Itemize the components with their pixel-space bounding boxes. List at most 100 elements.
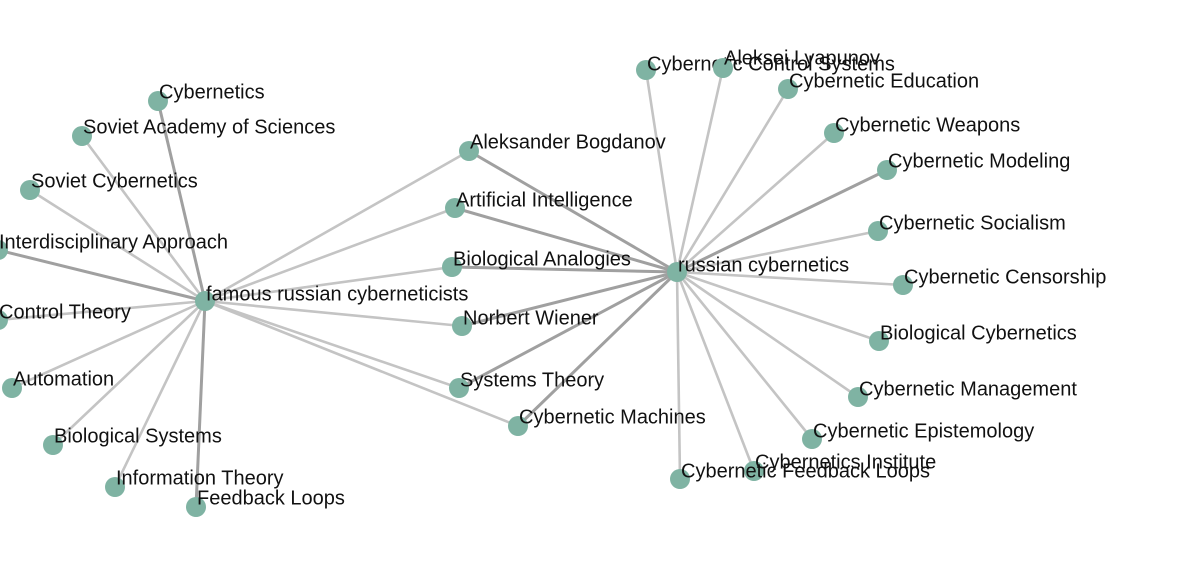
node-circle[interactable] <box>508 416 528 436</box>
node-circle[interactable] <box>449 378 469 398</box>
edge-russian-cyb-censorship <box>675 270 905 287</box>
node-label: Soviet Academy of Sciences <box>83 116 335 138</box>
node-circle[interactable] <box>893 275 913 295</box>
node-label: Cybernetics Institute <box>755 451 936 473</box>
node-circle[interactable] <box>2 378 22 398</box>
node-ai[interactable]: Artificial Intelligence <box>445 189 633 218</box>
node-label: Information Theory <box>116 467 284 489</box>
node-label: Cybernetic Education <box>789 70 979 92</box>
node-circle[interactable] <box>442 257 462 277</box>
node-wiener[interactable]: Norbert Wiener <box>452 307 599 336</box>
edge-russian-bio-analogies <box>450 265 679 274</box>
node-soviet-academy[interactable]: Soviet Academy of Sciences <box>72 116 335 146</box>
node-cyb-weapons[interactable]: Cybernetic Weapons <box>824 114 1020 143</box>
node-circle[interactable] <box>824 123 844 143</box>
edge-famous-control-theory <box>0 299 207 322</box>
node-circle[interactable] <box>667 262 687 282</box>
edge-russian-cyb-feedback <box>675 270 682 481</box>
node-circle[interactable] <box>0 240 8 260</box>
node-circle[interactable] <box>848 387 868 407</box>
node-cyb-control[interactable]: Cybernetic Control Systems <box>636 53 895 80</box>
node-cyb-management[interactable]: Cybernetic Management <box>848 378 1077 407</box>
edge-famous-cybernetics <box>156 99 207 303</box>
node-label: Feedback Loops <box>197 487 345 509</box>
node-circle[interactable] <box>105 477 125 497</box>
node-circle[interactable] <box>186 497 206 517</box>
edge-russian-lyapunov <box>675 66 725 274</box>
node-circle[interactable] <box>636 60 656 80</box>
node-circle[interactable] <box>713 58 733 78</box>
node-cybernetics[interactable]: Cybernetics <box>148 81 265 111</box>
node-automation[interactable]: Automation <box>2 368 114 398</box>
node-biological-systems[interactable]: Biological Systems <box>43 425 222 455</box>
edge-famous-bio-analogies <box>203 265 454 303</box>
edge-russian-cyb-education <box>675 87 790 274</box>
node-circle[interactable] <box>148 91 168 111</box>
node-label: Artificial Intelligence <box>456 189 633 211</box>
node-circle[interactable] <box>778 79 798 99</box>
node-label: Cybernetic Feedback Loops <box>681 460 930 482</box>
node-label: Soviet Cybernetics <box>31 170 198 192</box>
edge-famous-feedback-loops <box>194 299 207 509</box>
node-label: Automation <box>13 368 114 390</box>
node-circle[interactable] <box>802 429 822 449</box>
node-circle[interactable] <box>868 221 888 241</box>
node-circle[interactable] <box>20 180 40 200</box>
node-russian[interactable]: russian cybernetics <box>667 254 849 282</box>
edge-famous-wiener <box>203 299 464 328</box>
node-bio-analogies[interactable]: Biological Analogies <box>442 248 631 277</box>
node-cyb-institute[interactable]: Cybernetics Institute <box>744 451 936 481</box>
node-circle[interactable] <box>72 126 92 146</box>
node-label: Norbert Wiener <box>463 307 599 329</box>
edge-russian-ai <box>453 206 679 274</box>
node-circle[interactable] <box>43 435 63 455</box>
graph-edges <box>0 66 905 509</box>
node-label: famous russian cyberneticists <box>206 283 468 305</box>
edge-famous-automation <box>10 299 207 390</box>
node-circle[interactable] <box>0 310 8 330</box>
node-systems-theory[interactable]: Systems Theory <box>449 369 604 398</box>
node-circle[interactable] <box>459 141 479 161</box>
node-cyb-epistemology[interactable]: Cybernetic Epistemology <box>802 420 1034 449</box>
node-label: Cybernetic Socialism <box>879 212 1066 234</box>
node-bio-cybernetics[interactable]: Biological Cybernetics <box>869 322 1077 351</box>
node-soviet-cybernetics[interactable]: Soviet Cybernetics <box>20 170 198 200</box>
node-label: Cybernetic Censorship <box>904 266 1106 288</box>
node-circle[interactable] <box>445 198 465 218</box>
node-cyb-modeling[interactable]: Cybernetic Modeling <box>877 150 1070 180</box>
node-interdisciplinary[interactable]: Interdisciplinary Approach <box>0 231 228 260</box>
node-information-theory[interactable]: Information Theory <box>105 467 284 497</box>
node-circle[interactable] <box>877 160 897 180</box>
node-cyb-feedback[interactable]: Cybernetic Feedback Loops <box>670 460 930 489</box>
node-circle[interactable] <box>869 331 889 351</box>
node-bogdanov[interactable]: Aleksander Bogdanov <box>459 131 666 161</box>
node-circle[interactable] <box>744 461 764 481</box>
node-circle[interactable] <box>452 316 472 336</box>
node-feedback-loops[interactable]: Feedback Loops <box>186 487 345 517</box>
node-circle[interactable] <box>195 291 215 311</box>
edge-famous-interdisciplinary <box>0 248 207 303</box>
edge-famous-bogdanov <box>203 149 471 303</box>
edge-russian-cyb-weapons <box>675 131 836 274</box>
node-label: Control Theory <box>0 301 131 323</box>
node-cyb-machines[interactable]: Cybernetic Machines <box>508 406 706 436</box>
node-label: Biological Analogies <box>453 248 631 270</box>
edge-russian-bogdanov <box>467 149 679 274</box>
node-label: Cybernetic Machines <box>519 406 706 428</box>
node-label: Interdisciplinary Approach <box>0 231 228 253</box>
node-cyb-socialism[interactable]: Cybernetic Socialism <box>868 212 1066 241</box>
node-cyb-censorship[interactable]: Cybernetic Censorship <box>893 266 1106 295</box>
node-lyapunov[interactable]: Aleksei Lyapunov <box>713 47 880 78</box>
node-label: Biological Systems <box>54 425 222 447</box>
node-label: Systems Theory <box>460 369 604 391</box>
edge-famous-systems-theory <box>203 299 461 390</box>
node-circle[interactable] <box>670 469 690 489</box>
node-cyb-education[interactable]: Cybernetic Education <box>778 70 979 99</box>
node-famous[interactable]: famous russian cyberneticists <box>195 283 468 311</box>
edge-russian-cyb-institute <box>675 270 756 473</box>
node-label: russian cybernetics <box>678 254 849 276</box>
node-control-theory[interactable]: Control Theory <box>0 301 131 330</box>
node-label: Cybernetics <box>159 81 265 103</box>
node-label: Cybernetic Weapons <box>835 114 1020 136</box>
